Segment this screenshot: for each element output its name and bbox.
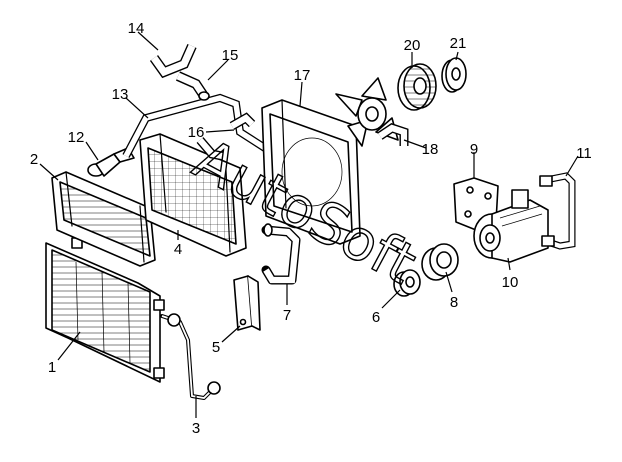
callout-3: 3 [192,420,200,437]
bracket-part-5 [233,275,261,331]
callout-10: 10 [502,274,519,291]
hose-part-14 [149,43,197,79]
fan-shroud-part-17 [261,99,361,245]
callout-21: 21 [450,35,467,52]
hose-part-18 [377,123,409,146]
callout-12: 12 [68,129,85,146]
callout-11: 11 [576,145,592,162]
hose-part-16 [196,112,256,161]
radiator-part-4 [139,133,247,257]
ac-compressor-part-10 [473,189,549,263]
fan-clutch-part-20 [397,63,437,111]
callout-20: 20 [404,37,421,54]
callout-16: 16 [188,124,205,141]
condenser-part-1 [45,237,165,383]
callout-15: 15 [222,47,239,64]
ac-pipe-part-3 [160,313,221,400]
callout-17: 17 [294,67,311,84]
callout-8: 8 [450,294,458,311]
ac-pipe-part-11 [539,172,576,250]
cooling-fan [335,77,399,147]
pulley-part-6 [393,269,421,297]
callout-13: 13 [112,86,129,103]
intercooler-part-2 [51,171,156,267]
callout-18: 18 [422,141,439,158]
callout-labels: 1 2 3 4 5 6 7 8 9 10 11 12 13 14 15 16 1… [30,20,592,437]
callout-1: 1 [48,359,56,376]
callout-9: 9 [470,141,478,158]
leader-lines [39,31,579,418]
callout-6: 6 [372,309,380,326]
callout-7: 7 [283,307,291,324]
pulley-part-8 [421,243,459,281]
callout-4: 4 [174,241,182,258]
callout-14: 14 [128,20,145,37]
callout-5: 5 [212,339,220,356]
lower-hose-part-7 [261,223,301,285]
pulley-part-21 [441,57,467,93]
callout-2: 2 [30,151,38,168]
hose-part-15 [175,71,210,101]
